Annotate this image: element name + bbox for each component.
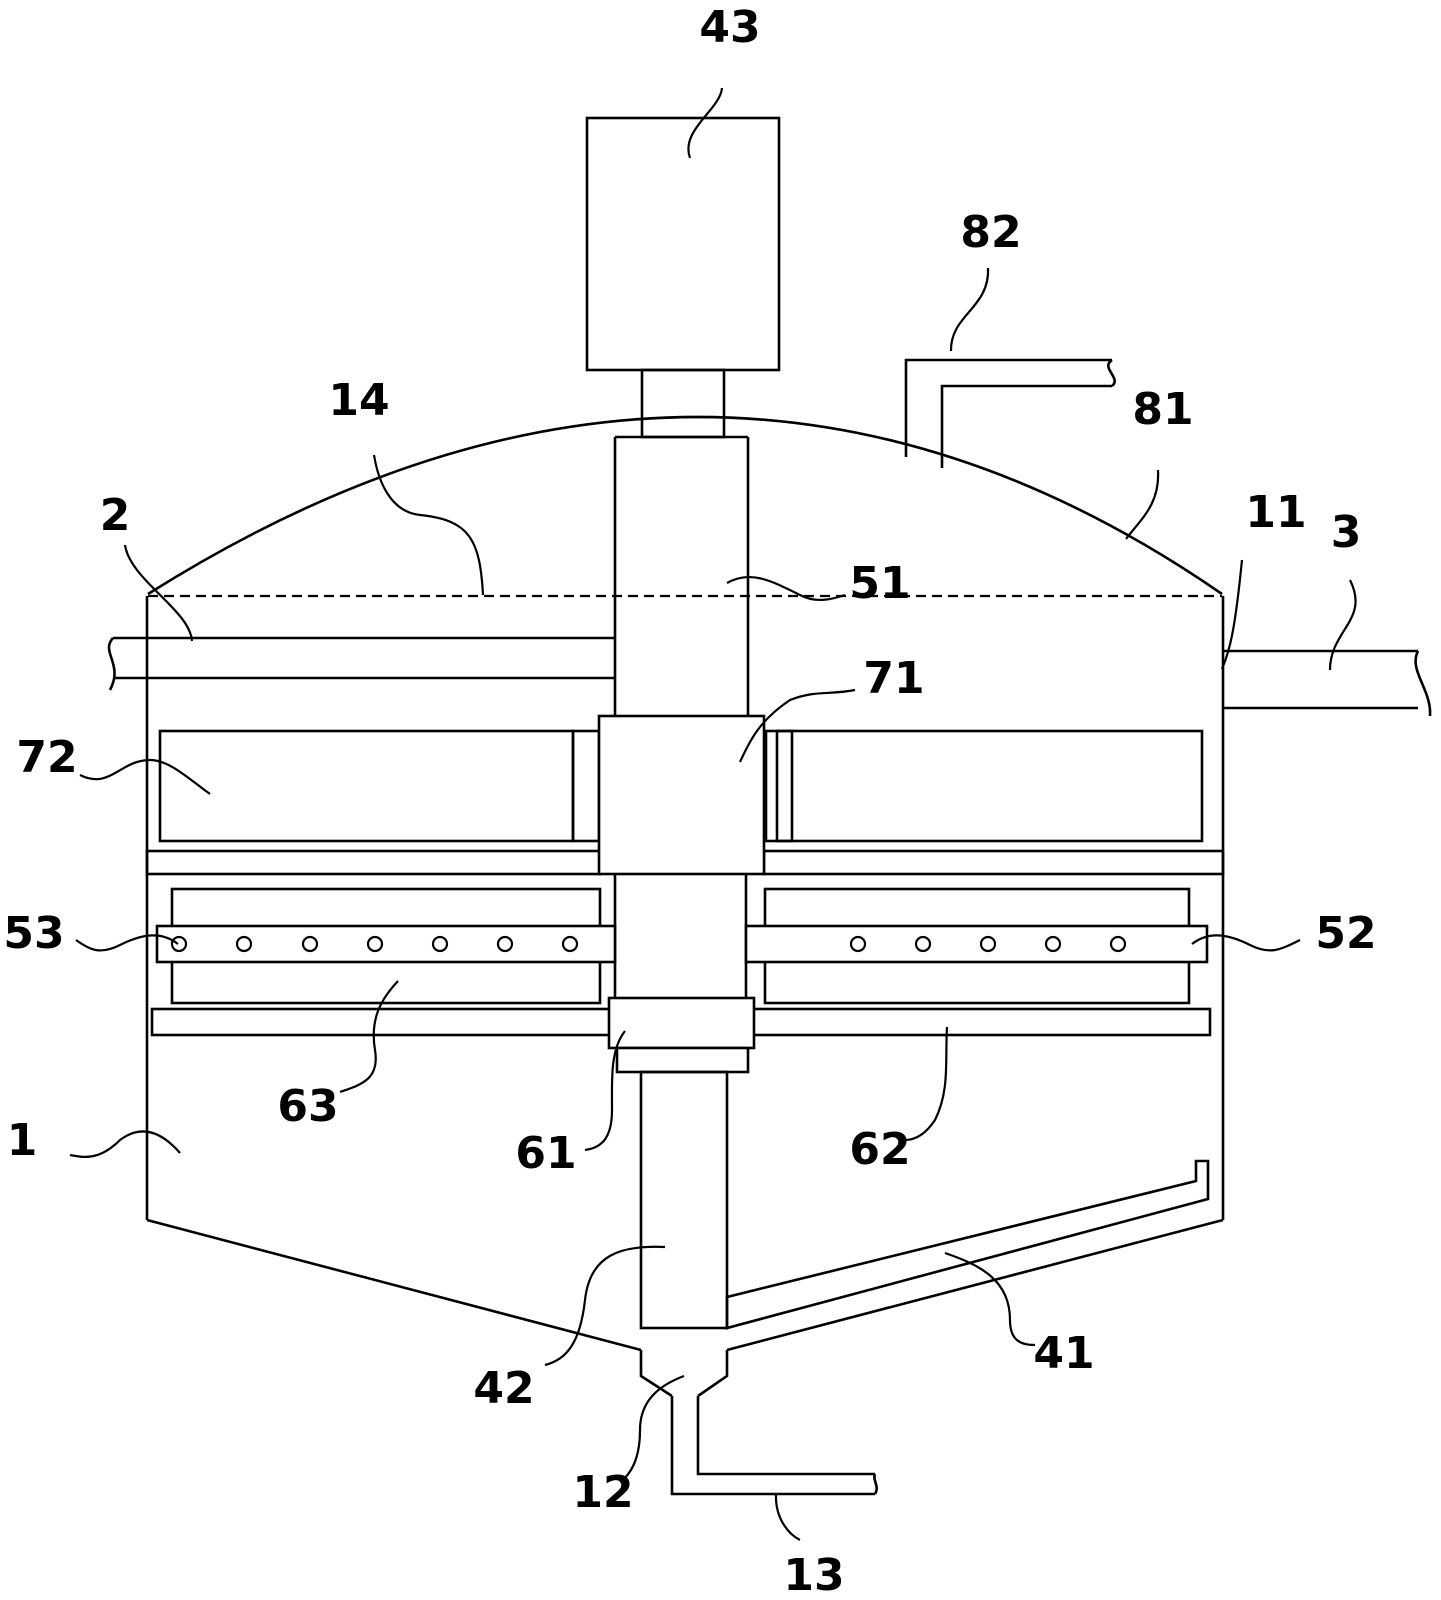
label-53: 53 xyxy=(3,908,64,959)
vent-pipes xyxy=(904,358,1116,468)
label-52: 52 xyxy=(1315,908,1376,959)
label-12: 12 xyxy=(572,1467,633,1518)
scraper-arm-41 xyxy=(725,1159,1210,1330)
label-2: 2 xyxy=(100,490,131,541)
label-13: 13 xyxy=(783,1550,844,1600)
drain-pipe-13 xyxy=(670,1396,878,1496)
label-3: 3 xyxy=(1331,507,1362,558)
outlet-12 xyxy=(639,1350,729,1398)
label-11: 11 xyxy=(1245,487,1306,538)
label-82: 82 xyxy=(960,207,1021,258)
label-63: 63 xyxy=(277,1081,338,1132)
label-72: 72 xyxy=(16,732,77,783)
outlet-pipe-3 xyxy=(1223,649,1432,717)
label-51: 51 xyxy=(849,558,910,609)
reference-labels: 43 82 81 14 2 11 3 51 71 72 53 52 63 61 … xyxy=(3,2,1376,1600)
leader-lines xyxy=(69,87,1357,1541)
lower-shaft-42 xyxy=(615,1046,750,1330)
inlet-pipe-2 xyxy=(107,636,615,691)
tank-body-1 xyxy=(145,596,1225,1352)
perforated-arm-53 xyxy=(155,924,617,964)
hub-71 xyxy=(597,714,766,876)
dome-cover xyxy=(147,415,1223,596)
label-81: 81 xyxy=(1132,384,1193,435)
collar-61 xyxy=(607,996,756,1050)
label-42: 42 xyxy=(473,1363,534,1414)
label-62: 62 xyxy=(849,1124,910,1175)
label-61: 61 xyxy=(515,1128,576,1179)
label-14: 14 xyxy=(328,375,389,426)
label-43: 43 xyxy=(699,2,760,53)
motor-43 xyxy=(585,116,781,439)
perforated-arm-52 xyxy=(744,924,1209,964)
label-1: 1 xyxy=(7,1115,38,1166)
label-41: 41 xyxy=(1033,1328,1094,1379)
label-71: 71 xyxy=(863,653,924,704)
